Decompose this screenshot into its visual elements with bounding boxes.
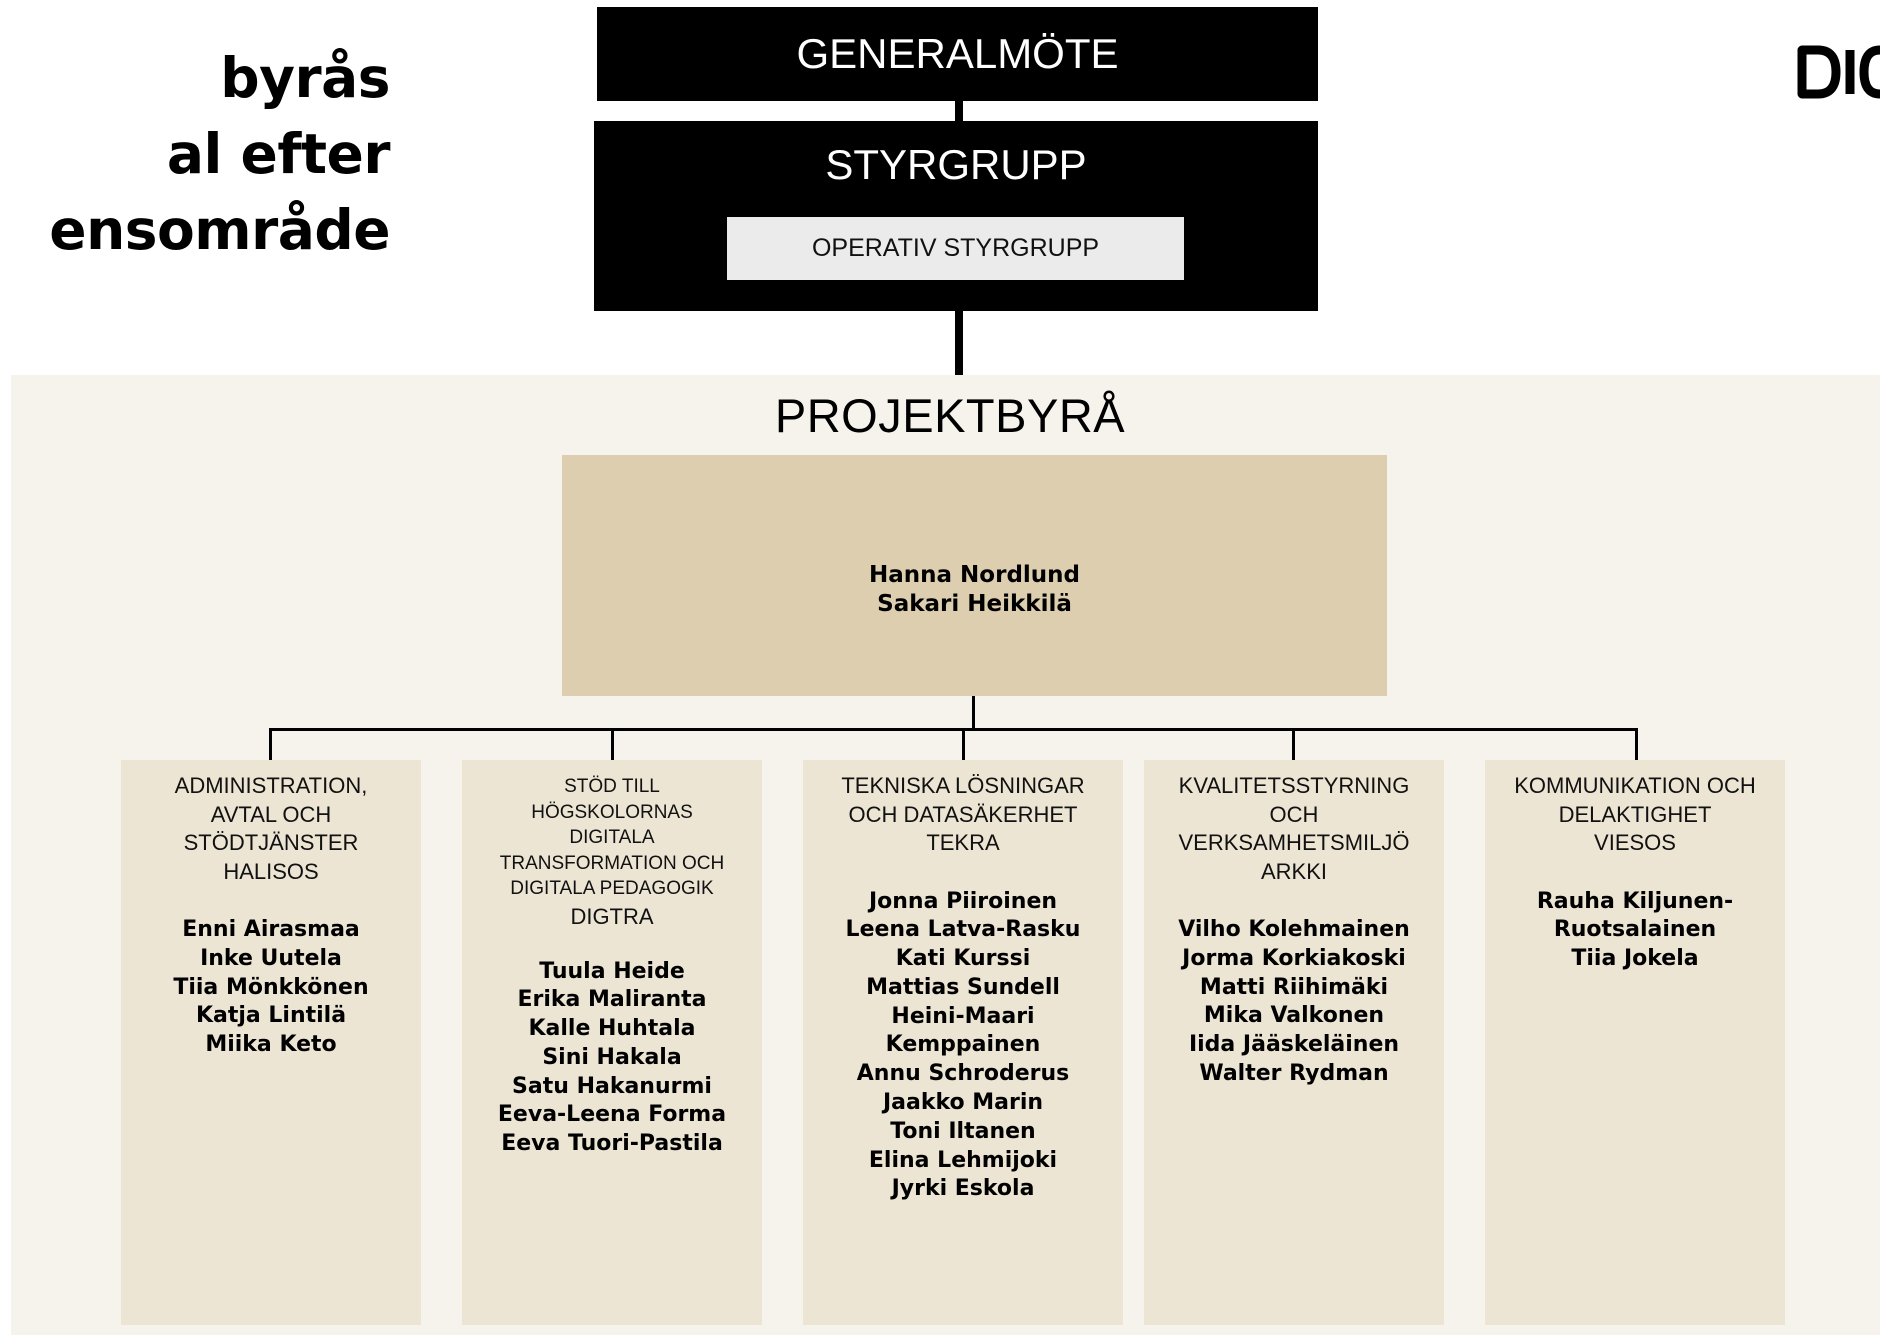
unit-halisos: ADMINISTRATION, AVTAL OCH STÖDTJÄNSTER H… (121, 760, 421, 1325)
logo-mark-icon (1797, 45, 1880, 99)
member-name: Jorma Korkiakoski (1182, 945, 1406, 971)
unit-title-line: DIGITALA (569, 827, 655, 848)
unit-title-line: VIESOS (1594, 830, 1676, 855)
unit-members: Jonna Piiroinen Leena Latva-Rasku Kati K… (803, 888, 1123, 1205)
connector-line (955, 310, 963, 376)
connector-line (1635, 728, 1638, 761)
unit-title: STÖD TILL HÖGSKOLORNAS DIGITALA TRANSFOR… (462, 774, 762, 931)
member-name: Vilho Kolehmainen (1178, 917, 1410, 942)
connector-line (972, 696, 975, 730)
unit-arkki: KVALITETSSTYRNING OCH VERKSAMHETSMILJÖ A… (1144, 760, 1444, 1325)
project-office-leaders-box: Hanna Nordlund Sakari Heikkilä (562, 455, 1387, 696)
connector-line (611, 728, 614, 761)
unit-members: Vilho Kolehmainen Jorma Korkiakoski Matt… (1144, 916, 1444, 1089)
unit-title-line: DIGTRA (570, 903, 654, 929)
unit-members: Enni Airasmaa Inke Uutela Tiia Mönkkönen… (121, 916, 421, 1060)
unit-title-line: ARKKI (1260, 858, 1328, 884)
member-name: Katja Lintilä (195, 1003, 347, 1029)
page-heading-line-2: al efter (166, 122, 391, 186)
member-name: Kalle Huhtala (528, 1016, 696, 1042)
member-name: Mika Valkonen (1203, 1003, 1385, 1029)
member-name: Tiia Jokela (1571, 946, 1699, 972)
member-name: Kati Kurssi (895, 946, 1031, 972)
leader-name: Hanna Nordlund (869, 562, 1080, 588)
unit-title-line: OCH (1269, 801, 1319, 827)
unit-title: TEKNISKA LÖSNINGAR OCH DATASÄKERHET TEKR… (803, 772, 1123, 858)
unit-title-line: TEKNISKA LÖSNINGAR (841, 773, 1085, 798)
unit-title-line: TRANSFORMATION OCH (499, 852, 725, 874)
member-name: Eeva Tuori-Pastila (501, 1131, 723, 1157)
member-name: Jaakko Marin (882, 1090, 1044, 1116)
member-name: Elina Lehmijoki (868, 1147, 1058, 1173)
member-name: Matti Riihimäki (1199, 974, 1389, 1000)
unit-title-line: HALISOS (223, 858, 319, 884)
member-name: Miika Keto (205, 1032, 337, 1058)
connector-line (1292, 728, 1295, 761)
steering-group-box: STYRGRUPP OPERATIV STYRGRUPP (594, 121, 1318, 311)
unit-title-line: OCH DATASÄKERHET (848, 801, 1078, 827)
unit-title-line: AVTAL OCH (210, 801, 332, 827)
unit-title-line: KVALITETSSTYRNING (1178, 773, 1410, 798)
unit-members: Tuula Heide Erika Maliranta Kalle Huhtal… (462, 958, 762, 1160)
member-name: Heini-Maari (891, 1003, 1035, 1029)
member-name: Tiia Mönkkönen (173, 974, 369, 1000)
member-name: Jonna Piiroinen (868, 888, 1058, 914)
steering-group-title: STYRGRUPP (825, 141, 1087, 188)
unit-title-line: KOMMUNIKATION OCH (1514, 773, 1756, 798)
member-name: Leena Latva-Rasku (845, 917, 1081, 943)
unit-title-line: DIGITALA PEDAGOGIK (510, 878, 714, 899)
page-heading-line-1: byrås (220, 46, 390, 110)
unit-title-line: VERKSAMHETSMILJÖ (1178, 830, 1410, 855)
member-name: Sini Hakala (542, 1044, 682, 1070)
member-name: Satu Hakanurmi (512, 1073, 712, 1099)
member-name: Tuula Heide (539, 958, 685, 984)
member-name: Toni Iltanen (890, 1118, 1036, 1144)
operative-steering-group-box: OPERATIV STYRGRUPP (727, 217, 1184, 280)
unit-members: Rauha Kiljunen- Ruotsalainen Tiia Jokela (1485, 888, 1785, 974)
page-heading: byrås al efter ensområde (0, 40, 390, 268)
unit-tekra: TEKNISKA LÖSNINGAR OCH DATASÄKERHET TEKR… (803, 760, 1123, 1325)
connector-line (269, 728, 272, 761)
unit-title-line: DELAKTIGHET (1558, 801, 1712, 827)
logo (1796, 42, 1880, 102)
member-name: Enni Airasmaa (182, 917, 360, 942)
member-name: Eeva-Leena Forma (497, 1102, 727, 1128)
unit-digtra: STÖD TILL HÖGSKOLORNAS DIGITALA TRANSFOR… (462, 760, 762, 1325)
unit-title-line: HÖGSKOLORNAS (531, 801, 693, 823)
unit-title: KOMMUNIKATION OCH DELAKTIGHET VIESOS (1485, 772, 1785, 858)
unit-title: ADMINISTRATION, AVTAL OCH STÖDTJÄNSTER H… (121, 772, 421, 886)
unit-title-line: STÖDTJÄNSTER (183, 830, 359, 855)
member-name: Inke Uutela (200, 945, 342, 971)
member-name: Kemppainen (885, 1032, 1041, 1058)
unit-title: KVALITETSSTYRNING OCH VERKSAMHETSMILJÖ A… (1144, 772, 1444, 886)
project-office-title: PROJEKTBYRÅ (774, 389, 1126, 442)
connector-line (269, 728, 1638, 731)
member-name: Erika Maliranta (517, 987, 707, 1013)
leader-name: Sakari Heikkilä (877, 591, 1072, 617)
member-name: Ruotsalainen (1553, 917, 1717, 943)
connector-line (962, 728, 965, 761)
general-meeting-box: GENERALMÖTE (597, 7, 1318, 101)
unit-viesos: KOMMUNIKATION OCH DELAKTIGHET VIESOS Rau… (1485, 760, 1785, 1325)
unit-title-line: STÖD TILL (564, 776, 660, 797)
unit-title-line: TEKRA (926, 830, 1000, 855)
member-name: Annu Schroderus (856, 1061, 1070, 1087)
member-name: Iida Jääskeläinen (1188, 1032, 1400, 1058)
unit-title-line: ADMINISTRATION, (174, 773, 368, 798)
connector-line (955, 100, 963, 122)
member-name: Walter Rydman (1199, 1060, 1389, 1086)
member-name: Mattias Sundell (866, 974, 1060, 1000)
member-name: Jyrki Eskola (891, 1176, 1035, 1202)
member-name: Rauha Kiljunen- (1536, 888, 1734, 914)
page-heading-line-3: ensområde (49, 198, 390, 262)
